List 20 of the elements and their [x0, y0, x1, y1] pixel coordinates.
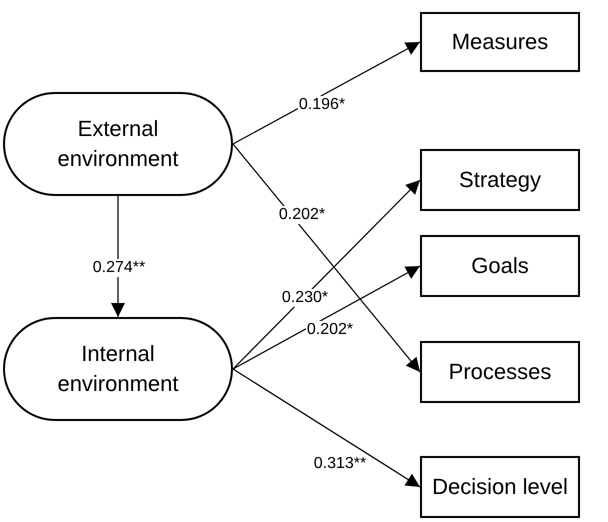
edge-label: 0.202*	[278, 206, 326, 224]
process-box	[420, 235, 580, 297]
edge-label: 0.230*	[280, 289, 330, 307]
node-label: Decision level	[431, 473, 569, 501]
node-label: Measures	[450, 28, 550, 56]
node-label: Processes	[448, 358, 552, 386]
edge-label: 0.274**	[92, 259, 146, 277]
process-box	[420, 341, 580, 403]
arrow	[232, 41, 420, 145]
node-label: Internal environment	[56, 340, 180, 398]
node-label: Goals	[470, 252, 530, 280]
arrow	[232, 368, 420, 488]
process-box	[420, 456, 580, 518]
node-label: Strategy	[458, 166, 542, 194]
process-box	[420, 12, 580, 72]
process-box	[420, 149, 580, 211]
arrow	[232, 144, 420, 372]
arrow	[232, 265, 420, 370]
node-label: External environment	[56, 115, 180, 173]
arrow	[232, 180, 420, 370]
